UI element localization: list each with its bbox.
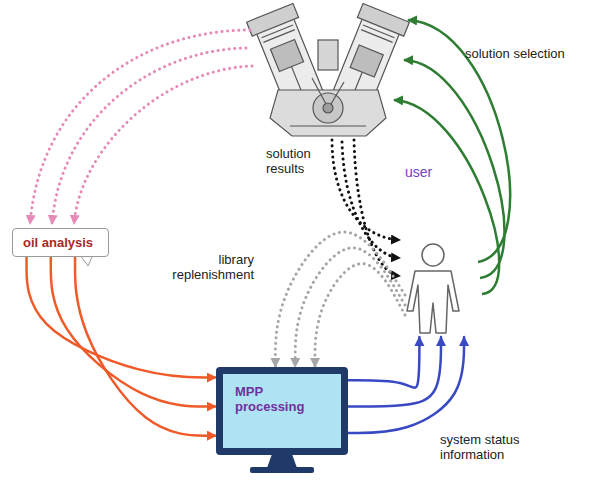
flow-label: solution selection [465, 46, 590, 61]
library-arrow [295, 248, 405, 367]
monitor-stand [250, 454, 314, 473]
person-head [422, 244, 444, 266]
library-arrow [315, 264, 405, 367]
selection-arrows [394, 20, 510, 294]
engine-illustration [247, 3, 410, 136]
status-arrow [348, 337, 441, 407]
user-figure: user [405, 165, 477, 337]
status-arrow [348, 337, 419, 388]
valve-gear [318, 40, 338, 70]
monitor-screen: MPP processing [216, 367, 348, 455]
flow-label: library replenishment [150, 252, 254, 282]
crankcase [270, 90, 386, 136]
person-icon [405, 233, 465, 337]
node-text: oil analysis [23, 235, 98, 250]
node-text: MPP processing [235, 384, 329, 414]
flow-label: system status information [440, 432, 540, 462]
library-arrow [275, 232, 405, 367]
node-text: user [405, 165, 477, 180]
analysis-box: oil analysis [12, 228, 109, 257]
crankshaft [313, 93, 343, 123]
person-body [407, 271, 459, 333]
status-arrow [348, 337, 464, 433]
data-flow-arrow [75, 257, 216, 436]
sampling-arrows [30, 30, 252, 224]
results-arrows [332, 140, 400, 276]
flow-label: solution results [266, 146, 322, 176]
